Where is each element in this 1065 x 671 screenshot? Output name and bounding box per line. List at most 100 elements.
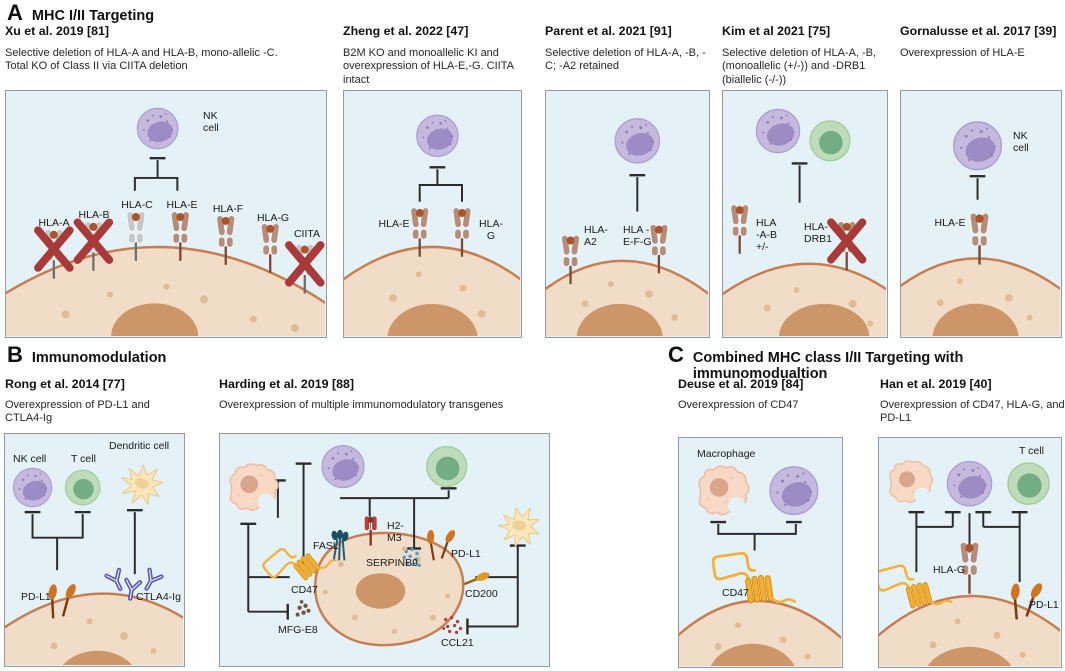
target-cell-membrane xyxy=(344,245,520,336)
nk-cell xyxy=(946,460,993,507)
section-b-header: B Immunomodulation xyxy=(7,342,166,368)
study-heading-gornalusse: Gornalusse et al. 2017 [39] xyxy=(900,24,1057,38)
panel-kim-diagram: HLA -A-B +/- HLA- DRB1 xyxy=(722,90,888,338)
cell-nucleus xyxy=(111,303,199,336)
hla-a-label: HLA-A xyxy=(38,217,70,229)
cd47-label: CD47 xyxy=(291,584,318,596)
inhibition-lines xyxy=(133,156,179,191)
nk-cell xyxy=(416,114,459,158)
gornalusse-diagram-art xyxy=(901,121,1060,336)
section-c-header: C Combined MHC class I/II Targeting with… xyxy=(668,342,1065,382)
mfge8-dots xyxy=(295,600,311,617)
panel-gornalusse-diagram: NK cell HLA-E xyxy=(900,90,1062,338)
cell-nucleus xyxy=(387,303,478,336)
hla-a2-label: HLA- A2 xyxy=(584,224,608,248)
pdl1-label: PD-L1 xyxy=(21,591,51,603)
harding-diagram-art xyxy=(229,444,546,647)
serpinb9-label: SERPINB9 xyxy=(366,557,418,569)
inhibition-lines xyxy=(24,508,143,575)
nk-cell xyxy=(953,121,1003,171)
zheng-diagram-art xyxy=(344,114,520,336)
macrophage-label: Macrophage xyxy=(697,448,756,460)
nk-cell-label: NK cell xyxy=(13,453,47,465)
ciita-label: CIITA xyxy=(293,228,321,240)
section-a-title: MHC I/II Targeting xyxy=(31,8,155,24)
cell-freckles xyxy=(929,618,1026,658)
panel-harding-diagram: FASL H2- M3 SERPINB9 PD-L1 CD47 CD200 MF… xyxy=(219,433,550,667)
cell-freckles xyxy=(61,283,299,333)
study-heading-harding: Harding et al. 2019 [88] xyxy=(219,377,354,391)
hla-b-label: HLA-B xyxy=(78,209,110,221)
ctla4-ig-label: CTLA4-Ig xyxy=(136,591,181,603)
study-heading-parent: Parent et al. 2021 [91] xyxy=(545,24,672,38)
cell-nucleus xyxy=(62,650,132,665)
inhibition-lines xyxy=(240,462,526,635)
inhibition-lines xyxy=(629,174,646,212)
cell-nucleus xyxy=(355,573,406,609)
hla-e-label: HLA-E xyxy=(378,218,410,230)
nk-cell xyxy=(12,467,53,508)
panel-xu-diagram: NK cell HLA-A HLA-B HLA-C HLA-E HLA-F HL… xyxy=(5,90,327,338)
han-diagram-art xyxy=(879,460,1060,666)
cd47-label: CD47 xyxy=(722,587,749,599)
nk-cell xyxy=(769,466,819,516)
macrophage xyxy=(698,465,750,516)
nk-cell xyxy=(136,107,179,150)
nk-cell xyxy=(321,444,365,489)
t-cell-label: T cell xyxy=(71,453,96,465)
cell-nucleus xyxy=(932,303,1019,336)
t-cell xyxy=(64,469,101,506)
study-heading-zheng: Zheng et al. 2022 [47] xyxy=(343,24,469,38)
parent-diagram-art xyxy=(546,118,708,336)
panel-rong-diagram: NK cell T cell Dendritic cell PD-L1 CTLA… xyxy=(4,433,185,667)
hla-ab-receptor xyxy=(729,203,751,255)
ctla4-ig-antibody xyxy=(107,570,127,592)
hla-e-label: HLA-E xyxy=(166,199,198,211)
cell-freckles xyxy=(763,287,874,327)
section-a-letter: A xyxy=(7,0,23,25)
target-cell-membrane xyxy=(879,594,1060,666)
section-b-title: Immunomodulation xyxy=(31,350,167,366)
panel-deuse-diagram: Macrophage CD47 xyxy=(678,437,843,668)
t-cell-label: T cell xyxy=(1019,445,1044,457)
hla-e-label: HLA-E xyxy=(934,217,966,229)
study-heading-xu: Xu et al. 2019 [81] xyxy=(5,24,109,38)
mfge8-label: MFG-E8 xyxy=(278,624,318,636)
dendritic-cell xyxy=(120,464,164,506)
inhibition-lines xyxy=(969,175,986,200)
pdl1-label: PD-L1 xyxy=(1029,599,1059,611)
nk-cell-label: NK cell xyxy=(1013,130,1029,154)
cell-freckles xyxy=(936,278,1033,321)
hla-drb1-label: HLA- DRB1 xyxy=(804,221,833,245)
cell-freckles xyxy=(581,281,679,322)
cd200-receptor xyxy=(461,569,492,589)
pdl1-label: PD-L1 xyxy=(451,548,481,560)
cell-nucleus xyxy=(927,646,1012,666)
target-cell-membrane xyxy=(6,245,325,336)
hla-efg-label: HLA - E-F-G xyxy=(623,224,652,248)
kim-diagram-art xyxy=(723,108,886,336)
hla-f-label: HLA-F xyxy=(212,203,244,215)
hla-g-label: HLA-G xyxy=(933,564,966,576)
study-desc-gornalusse: Overexpression of HLA-E xyxy=(900,47,1025,59)
study-desc-xu: Selective deletion of HLA-A and HLA-B, m… xyxy=(5,47,278,73)
study-desc-zheng: B2M KO and monoallelic KI and overexpres… xyxy=(343,47,514,86)
study-heading-rong: Rong et al. 2014 [77] xyxy=(5,377,125,391)
cell-nucleus xyxy=(576,303,663,336)
cell-freckles xyxy=(50,618,157,654)
nk-cell xyxy=(755,108,801,154)
ccl21-label: CCL21 xyxy=(441,637,474,649)
macrophage xyxy=(229,463,279,512)
cell-nucleus xyxy=(710,643,795,666)
study-heading-deuse: Deuse et al. 2019 [84] xyxy=(678,377,804,391)
inhibition-lines xyxy=(908,510,1028,583)
study-heading-kim: Kim et al 2021 [75] xyxy=(722,24,831,38)
section-a-header: A MHC I/II Targeting xyxy=(7,0,154,26)
deuse-diagram-art xyxy=(679,465,841,666)
serpinb9-dots xyxy=(402,547,421,568)
study-desc-kim: Selective deletion of HLA-A, -B, (monoal… xyxy=(722,47,877,86)
hla-ab-label: HLA -A-B +/- xyxy=(756,217,777,253)
t-cell xyxy=(809,120,851,162)
inhibition-lines xyxy=(418,166,463,202)
